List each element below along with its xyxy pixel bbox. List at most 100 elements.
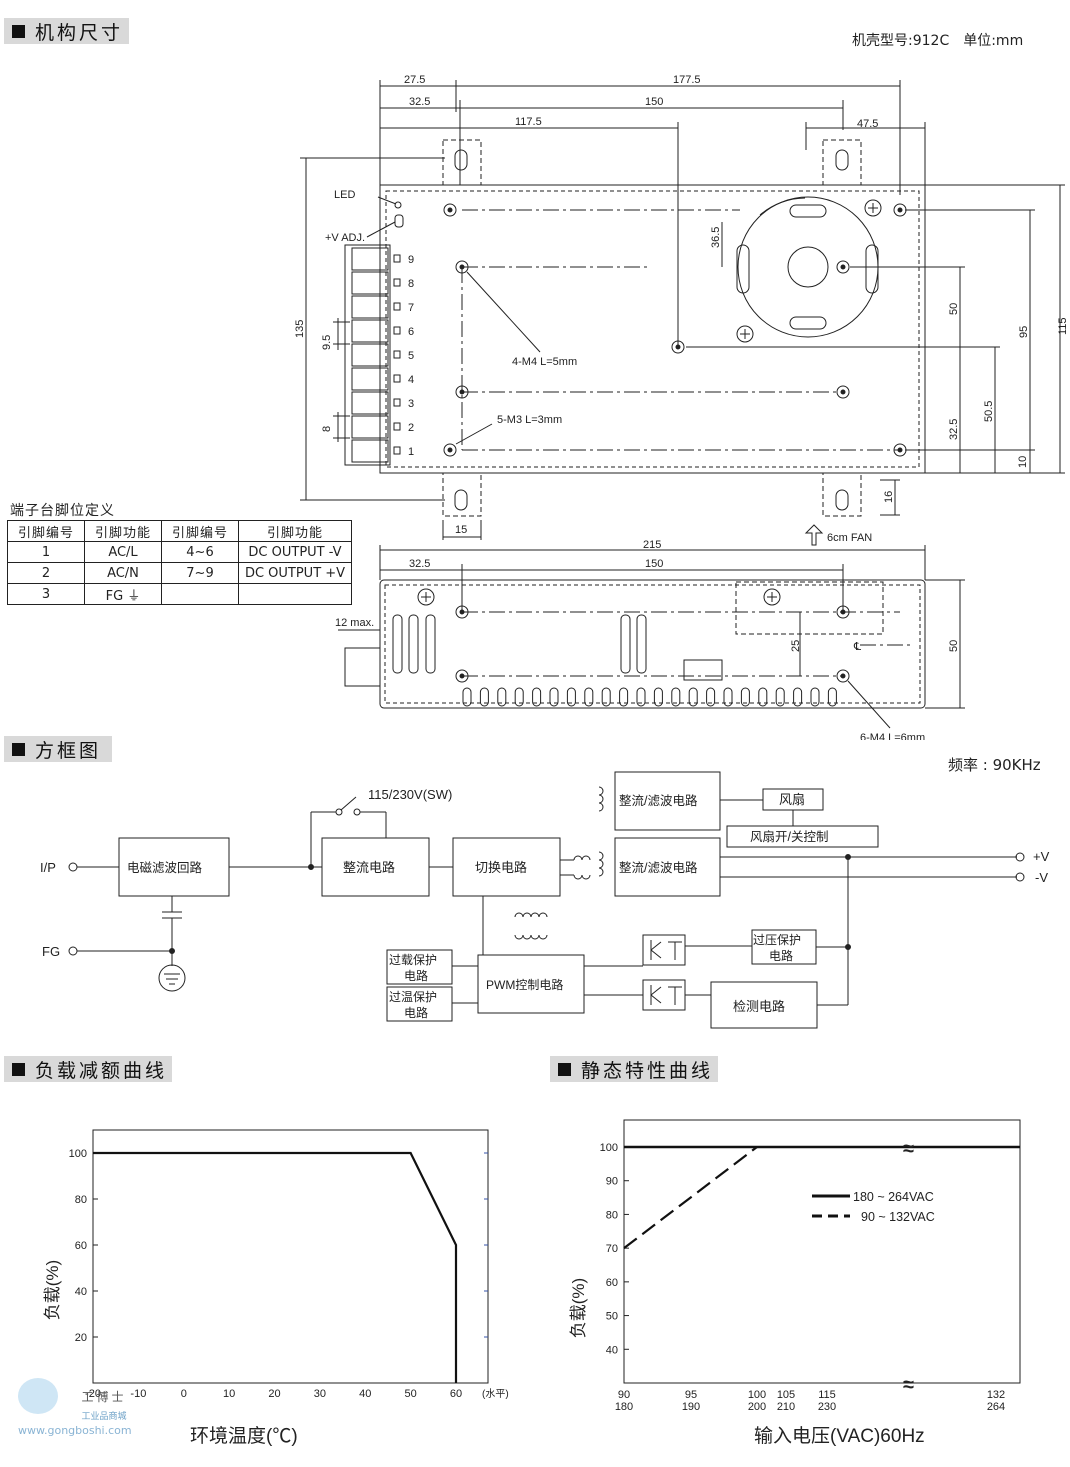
vminus-label: -V	[1035, 870, 1048, 885]
y-tick-label: 60	[75, 1240, 87, 1252]
watermark-brand: 工博士	[81, 1390, 127, 1404]
vent-slot	[775, 687, 785, 707]
terminal-label: 9	[408, 254, 414, 266]
rect-label: 整流电路	[343, 860, 395, 875]
section-title: 机构尺寸	[35, 21, 124, 44]
dim-95: 95	[1018, 326, 1030, 338]
ovp-label-2: 电路	[769, 948, 793, 963]
vent-slot	[601, 687, 611, 707]
y-tick-label: 40	[75, 1286, 87, 1298]
derating-line	[93, 1151, 458, 1383]
pin-cell: DC OUTPUT +V	[238, 562, 352, 584]
x-tick-label-bottom: 264	[987, 1401, 1005, 1413]
terminal-label: 3	[408, 398, 414, 410]
rect-filter-box-2	[614, 837, 721, 897]
x-tick-label-bottom: 190	[682, 1401, 700, 1413]
dim-36-5: 36.5	[710, 227, 722, 248]
emi-filter-box	[118, 837, 230, 897]
side-m4-note: 6-M4 L=6mm	[860, 732, 925, 740]
dim-177-5: 177.5	[673, 74, 701, 86]
vadj-label: +V ADJ.	[325, 232, 365, 244]
dim-50-5: 50.5	[983, 401, 995, 422]
pwm-box	[477, 954, 585, 1014]
terminal-label: 8	[408, 278, 414, 290]
dim-12-max: 12 max.	[335, 617, 374, 629]
x-tick-label-top: 100	[748, 1389, 766, 1401]
terminal-label: 4	[408, 374, 414, 386]
emi-label: 电磁滤波回路	[127, 860, 203, 875]
static-chart: 4050607080901009018095190100200105210115…	[569, 1119, 1021, 1447]
x-tick-label: 30	[314, 1388, 326, 1400]
dim-8: 8	[321, 426, 333, 432]
switch-label: 115/230V(SW)	[368, 787, 452, 802]
pin-table: 引脚编号 引脚功能 引脚编号 引脚功能 1 AC/L 4~6 DC OUTPUT…	[7, 520, 352, 605]
pin-cell: FG ⏚	[84, 583, 162, 605]
dim-32-5: 32.5	[409, 96, 430, 108]
vent-slot	[653, 687, 663, 707]
frequency-note: 频率 : 90KHz	[948, 756, 1041, 774]
vent-slot	[688, 687, 698, 707]
rect-filter-box-1	[614, 771, 721, 831]
watermark-logo-icon	[18, 1378, 58, 1414]
square-bullet-icon	[558, 1062, 571, 1076]
dim-115: 115	[1057, 317, 1069, 335]
x-tick-label: 50	[405, 1388, 417, 1400]
fan-label: 风扇	[779, 792, 805, 807]
x-tick-label-bottom: 200	[748, 1401, 766, 1413]
plot-frame	[623, 1119, 1021, 1384]
x-axis-label: 输入电压(VAC)60Hz	[754, 1425, 925, 1447]
y-tick-label: 90	[606, 1176, 618, 1188]
dim-9-5: 9.5	[321, 335, 333, 350]
pwm-label: PWM控制电路	[486, 977, 563, 992]
x-tick-label: 60	[450, 1388, 462, 1400]
x-tick-label-top: 90	[618, 1389, 630, 1401]
x-unit-note: (水平)	[482, 1388, 509, 1400]
fg-label: FG	[42, 944, 60, 959]
section-derating-header: 负载减额曲线	[4, 1056, 172, 1082]
y-tick-label: 80	[75, 1194, 87, 1206]
dim-15: 15	[455, 524, 467, 536]
dim-10: 10	[1017, 456, 1029, 468]
x-tick-label-top: 105	[777, 1389, 795, 1401]
m4-note: 4-M4 L=5mm	[512, 356, 577, 368]
dim-47-5: 47.5	[857, 118, 878, 130]
otp-box	[386, 986, 453, 1022]
olp-box	[386, 949, 453, 985]
x-tick-label-bottom: 180	[615, 1401, 633, 1413]
vent-slot	[793, 687, 803, 707]
dim-27-5: 27.5	[404, 74, 425, 86]
dim-25: 25	[790, 640, 802, 652]
fan-note: 6cm FAN	[827, 532, 872, 544]
dim-117-5: 117.5	[515, 116, 542, 128]
vent-slot	[706, 687, 716, 707]
vent-slot	[549, 687, 559, 707]
plot-frame	[92, 1129, 489, 1384]
otp-label-1: 过温保护	[389, 990, 437, 1004]
vent-slot	[532, 687, 542, 707]
vent-slot	[827, 687, 837, 707]
dim-50-side: 50	[948, 640, 960, 652]
ovp-label-1: 过压保护	[753, 933, 801, 947]
vent-slot	[514, 687, 524, 707]
dim-50: 50	[948, 303, 960, 315]
y-axis-label: 负载(%)	[43, 1260, 62, 1320]
m3-note: 5-M3 L=3mm	[497, 414, 562, 426]
watermark-sub: 工业品商城	[81, 1412, 127, 1422]
x-tick-label-bottom: 230	[818, 1401, 836, 1413]
otp-label-2: 电路	[404, 1005, 428, 1020]
terminal-label: 1	[408, 446, 414, 458]
vent-slot	[671, 687, 681, 707]
square-bullet-icon	[12, 742, 25, 756]
table-row: 2 AC/N 7~9 DC OUTPUT +V	[7, 562, 352, 584]
y-tick-label: 60	[606, 1277, 618, 1289]
section-block-header: 方框图	[4, 736, 112, 762]
y-tick-label: 100	[69, 1148, 87, 1160]
vplus-label: +V	[1033, 849, 1050, 864]
vent-slot	[497, 687, 507, 707]
y-axis-label: 负载(%)	[569, 1278, 588, 1338]
square-bullet-icon	[12, 24, 25, 38]
vent-slot	[636, 687, 646, 707]
vent-slot	[723, 687, 733, 707]
y-tick-label: 40	[606, 1344, 618, 1356]
vent-slot	[479, 687, 489, 707]
